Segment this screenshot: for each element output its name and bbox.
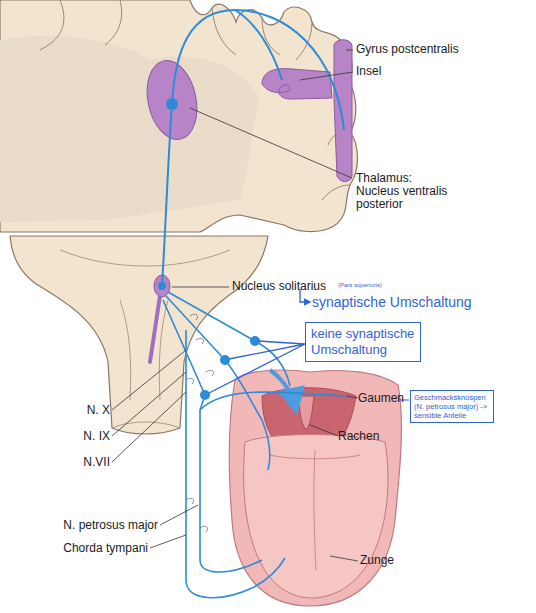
- nerve-ix: [166, 296, 270, 470]
- insula: [262, 69, 332, 100]
- oral-cavity: [229, 370, 401, 606]
- nerve-petrosus-major: [200, 410, 262, 572]
- sulcus-line: [40, 0, 350, 200]
- ganglion-dot: [220, 355, 230, 365]
- part-label: Zunge: [360, 554, 420, 567]
- part-label: Nucleus solitarius: [232, 280, 342, 293]
- thalamus: [140, 56, 204, 144]
- brain-section: [0, 0, 358, 232]
- part-label: synaptische Umschaltung: [312, 294, 512, 310]
- part-label: Insel: [356, 65, 456, 78]
- brainstem: [10, 236, 268, 434]
- part-label: Chorda tympani: [10, 542, 148, 555]
- annotation-box: keine synaptische Umschaltung: [305, 322, 421, 362]
- part-label: N. X: [40, 404, 110, 417]
- pharynx-arrow: [270, 370, 296, 410]
- uvula: [298, 396, 314, 430]
- part-label: Rachen: [338, 430, 398, 443]
- relay-dot: [166, 98, 178, 110]
- part-label: Thalamus: Nucleus ventralis posterior: [356, 172, 456, 211]
- brainstem-detail: [60, 250, 230, 428]
- part-label: N.VII: [40, 456, 110, 469]
- part-label: N. petrosus major: [10, 519, 158, 532]
- part-label: (Pars superioris): [338, 282, 418, 289]
- gustatory-tract: [162, 104, 172, 286]
- annotation-leader: [209, 341, 305, 393]
- white-matter: [0, 36, 260, 222]
- chorda-tympani: [186, 330, 285, 598]
- gustatory-tract: [172, 10, 344, 130]
- part-label: Gyrus postcentralis: [356, 43, 526, 56]
- annotation-box: Geschmacksknospen (N. petrosus major) ->…: [410, 390, 494, 423]
- nerve-petrosus-major: [200, 392, 345, 410]
- gustatory-tract: [235, 10, 282, 80]
- part-label: N. IX: [40, 430, 110, 443]
- ganglion-dot: [200, 390, 210, 400]
- annotation-text: Geschmacksknospen (N. petrosus major) ->…: [414, 393, 490, 420]
- annotation-text: keine synaptische Umschaltung: [311, 326, 415, 358]
- part-label: Gaumen: [358, 392, 410, 405]
- relay-dot: [158, 282, 166, 290]
- gyrus-postcentralis: [334, 40, 352, 182]
- tongue: [244, 435, 388, 599]
- tongue-groove: [270, 450, 360, 570]
